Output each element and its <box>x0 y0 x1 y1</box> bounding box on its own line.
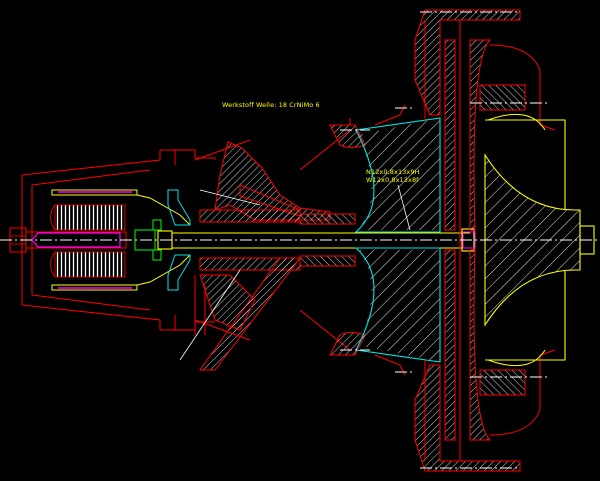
strut-lines <box>179 189 261 361</box>
spline-shaft-spec: W12x0,8x13x8f <box>366 176 419 184</box>
spline-annotation: N12x0,8x13x9H W12x0,8x13x8f <box>366 168 420 184</box>
turbine-wheel <box>462 113 595 367</box>
volute-casing <box>374 9 556 472</box>
material-annotation: Werkstoff Welle: 18 CrNiMo 6 <box>222 101 320 109</box>
compressor-impeller <box>354 117 441 363</box>
spline-leader-line <box>397 184 411 231</box>
spline-hub-spec: N12x0,8x13x9H <box>366 168 420 176</box>
motor-stator <box>50 189 191 291</box>
centerlines <box>0 11 600 469</box>
bearing-housing <box>160 118 366 371</box>
bearing-caps <box>167 189 191 291</box>
